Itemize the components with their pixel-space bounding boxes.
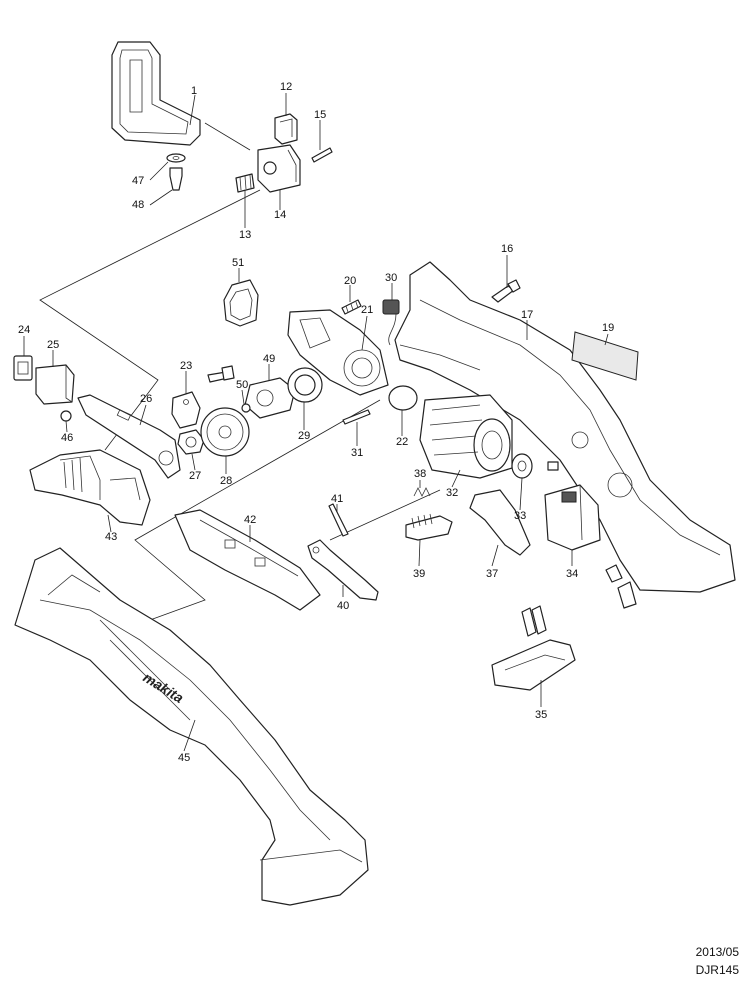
part-41-rod [328,503,349,537]
callout-21: 21 [361,304,373,316]
part-50-screw [241,403,251,413]
part-16-screw [491,279,521,303]
part-30-lead [382,299,400,346]
footer-model: DJR145 [695,963,739,977]
callout-leader-lines [23,93,609,752]
callout-30: 30 [385,272,397,284]
callout-labels: 1 12 15 47 48 13 14 16 51 20 30 21 17 19… [18,81,614,764]
part-15-pin [311,147,333,163]
part-14-holder [257,144,301,193]
callout-25: 25 [47,339,59,351]
part-39-switch-lever [405,513,453,541]
part-24-nut [13,355,33,381]
callout-49: 49 [263,353,275,365]
part-37-trigger [469,489,531,556]
part-42-slider-guide [174,509,321,611]
callout-50: 50 [236,379,248,391]
callout-15: 15 [314,109,326,121]
callout-51: 51 [232,257,244,269]
part-20-screw [341,299,362,315]
part-23-plate [171,391,201,429]
part-40-lever [307,539,379,601]
part-32-motor [419,394,513,479]
part-28-gear [200,407,250,457]
callout-28: 28 [220,475,232,487]
part-48-screw [169,167,183,191]
callout-14: 14 [274,209,286,221]
callout-24: 24 [18,324,30,336]
callout-16: 16 [501,243,513,255]
part-23-screw [207,365,235,383]
callout-34: 34 [566,568,578,580]
part-21-gear-housing [287,309,389,396]
callout-39: 39 [413,568,425,580]
callout-37: 37 [486,568,498,580]
callout-45: 45 [178,752,190,764]
callout-35: 35 [535,709,547,721]
callout-43: 43 [105,531,117,543]
callout-1: 1 [191,85,197,97]
callout-27: 27 [189,470,201,482]
callout-29: 29 [298,430,310,442]
part-1-belt-hook [111,41,201,146]
part-17-housing [394,261,736,593]
part-51-rubber-ring [223,279,259,327]
callout-38: 38 [414,468,426,480]
callout-26: 26 [140,393,152,405]
part-33-fan [511,453,533,479]
part-19-label [571,331,639,381]
callout-22: 22 [396,436,408,448]
part-12-clip [274,113,298,145]
part-34-switch [544,484,601,551]
part-43-housing-cover [29,449,151,526]
callout-32: 32 [446,487,458,499]
callout-48: 48 [132,199,144,211]
part-13-screw [235,173,255,193]
callout-23: 23 [180,360,192,372]
part-25-block [35,364,75,405]
callout-47: 47 [132,175,144,187]
part-22-o-ring [388,385,418,411]
callout-12: 12 [280,81,292,93]
part-46-ring [60,410,72,422]
part-45-housing-set [14,547,369,906]
callout-31: 31 [351,447,363,459]
part-26-plunger [77,394,181,479]
part-29-bearing [287,367,323,403]
footer-date: 2013/05 [695,945,739,959]
callout-40: 40 [337,600,349,612]
callout-41: 41 [331,493,343,505]
callout-42: 42 [244,514,256,526]
callout-46: 46 [61,432,73,444]
callout-19: 19 [602,322,614,334]
part-35-terminal [491,605,576,691]
callout-17: 17 [521,309,533,321]
assembly-guide-lines [39,122,441,621]
callout-13: 13 [239,229,251,241]
part-connector-small [547,461,559,471]
part-27-spindle [177,429,205,455]
part-terminal-small [605,564,637,609]
part-47-washer [166,153,186,163]
part-38-spring [413,487,431,497]
part-31-pin [342,409,371,425]
callout-20: 20 [344,275,356,287]
callout-33: 33 [514,510,526,522]
